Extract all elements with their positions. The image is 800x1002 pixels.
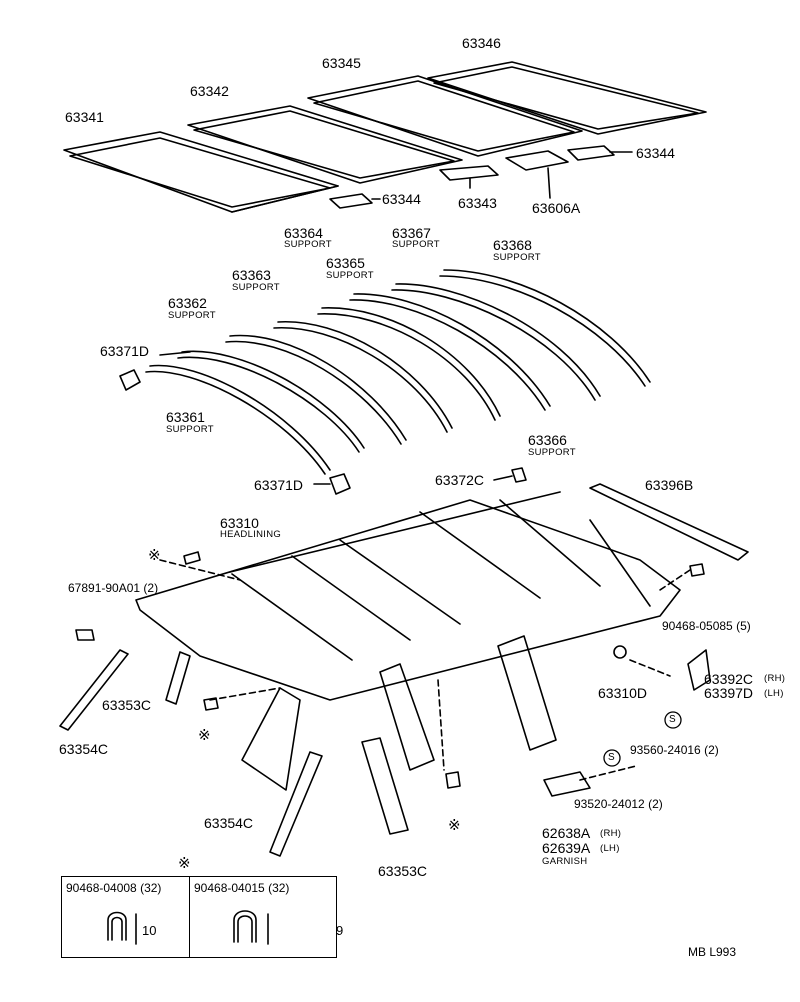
asterisk-mark-2: ※	[198, 727, 211, 744]
strip-63606a	[505, 150, 569, 171]
pillar-63353c-mid	[361, 737, 409, 835]
label-63366: 63366	[528, 432, 567, 448]
pillar-b-left	[241, 687, 301, 791]
asterisk-mark-table: ※	[178, 855, 191, 872]
label-63397d: 63397D	[704, 685, 754, 701]
label-93560: 93560-24016 (2)	[630, 743, 719, 757]
s-mark-1: S	[669, 714, 676, 725]
label-63365: 63365	[326, 255, 365, 271]
label-63345: 63345	[322, 55, 361, 71]
sub-support-63367: SUPPORT	[392, 239, 440, 250]
label-63354c-left: 63354C	[59, 741, 109, 757]
roof-panel-63341	[63, 131, 339, 213]
label-63606a: 63606A	[532, 200, 581, 216]
clip-90468-04008-icon	[107, 911, 127, 941]
trim-63396b	[589, 483, 749, 561]
label-63344-lower: 63344	[382, 191, 421, 207]
label-63341: 63341	[65, 109, 104, 125]
label-63392c: 63392C	[704, 671, 754, 687]
label-62639a: 62639A	[542, 840, 591, 856]
label-93520: 93520-24012 (2)	[574, 797, 663, 811]
fastener-header-04008: 90468-04008 (32)	[66, 881, 162, 895]
clip-63372c	[511, 467, 527, 483]
label-63396b: 63396B	[645, 477, 694, 493]
roof-panel-63346	[427, 61, 707, 135]
supports	[145, 269, 651, 475]
pillar-63354c-left	[59, 649, 129, 731]
sub-support-63365: SUPPORT	[326, 270, 374, 281]
fastener-table: 90468-04008 (32) 10 90468-04015 (32) 9	[61, 876, 343, 958]
label-63353c-left: 63353C	[102, 697, 152, 713]
label-63362: 63362	[168, 295, 207, 311]
clip-63392c	[687, 649, 711, 691]
sub-lh-62639a: (LH)	[600, 843, 620, 854]
label-63353c-mid: 63353C	[378, 863, 428, 879]
pillar-63353c-left	[165, 651, 191, 705]
clip-63371d-upper	[119, 369, 141, 391]
label-63372c: 63372C	[435, 472, 485, 488]
label-63367: 63367	[392, 225, 431, 241]
sub-rh-62638a: (RH)	[600, 828, 622, 839]
headlining-63310	[135, 491, 681, 701]
asterisk-mark-3: ※	[448, 817, 461, 834]
label-63371d-upper: 63371D	[100, 343, 150, 359]
strip-63343	[439, 165, 499, 181]
strip-63344-upper	[567, 145, 615, 161]
label-63342: 63342	[190, 83, 229, 99]
s-mark-2: S	[608, 752, 615, 763]
sub-support-63362: SUPPORT	[168, 310, 216, 321]
strip-63344-lower	[329, 193, 373, 209]
sub-support-63363: SUPPORT	[232, 282, 280, 293]
sub-garnish: GARNISH	[542, 856, 588, 867]
fastener-cell-04008: 90468-04008 (32) 10	[62, 877, 190, 957]
label-63371d-lower: 63371D	[254, 477, 304, 493]
label-90468-05085: 90468-05085 (5)	[662, 619, 751, 633]
label-63346: 63346	[462, 35, 501, 51]
label-63363: 63363	[232, 267, 271, 283]
sub-support-63368: SUPPORT	[493, 252, 541, 263]
clip-67891	[75, 629, 95, 641]
clip-63371d-lower	[329, 473, 351, 495]
sub-support-63366: SUPPORT	[528, 447, 576, 458]
fastener-cell-04015: 90468-04015 (32) 9	[190, 877, 343, 957]
label-63361: 63361	[166, 409, 205, 425]
clip-63310d	[613, 645, 627, 659]
label-63343: 63343	[458, 195, 497, 211]
pillar-c	[379, 663, 435, 771]
diagram-code: MB L993	[688, 945, 737, 959]
fastener-dim-04015: 9	[336, 923, 344, 938]
garnish-62638a	[543, 771, 591, 797]
label-63310d: 63310D	[598, 685, 648, 701]
sub-rh-63392c: (RH)	[764, 673, 786, 684]
roof-panel-63345	[307, 75, 583, 157]
asterisk-mark-1: ※	[148, 547, 161, 564]
label-62638a: 62638A	[542, 825, 591, 841]
label-63344-upper: 63344	[636, 145, 675, 161]
pillar-63354c-mid	[269, 751, 323, 857]
sub-support-63361: SUPPORT	[166, 424, 214, 435]
sub-headlining: HEADLINING	[220, 529, 282, 540]
label-63354c-mid: 63354C	[204, 815, 254, 831]
fastener-dim-04008: 10	[142, 923, 157, 938]
label-63364: 63364	[284, 225, 323, 241]
label-63310: 63310	[220, 515, 259, 531]
pillar-d	[497, 635, 557, 751]
sub-support-63364: SUPPORT	[284, 239, 332, 250]
label-67891: 67891-90A01 (2)	[68, 581, 159, 595]
sub-lh-63397d: (LH)	[764, 688, 784, 699]
clip-90468-04015-icon	[233, 910, 257, 943]
roof-panel-63342	[187, 105, 463, 184]
label-63368: 63368	[493, 237, 532, 253]
fastener-header-04015: 90468-04015 (32)	[194, 881, 290, 895]
